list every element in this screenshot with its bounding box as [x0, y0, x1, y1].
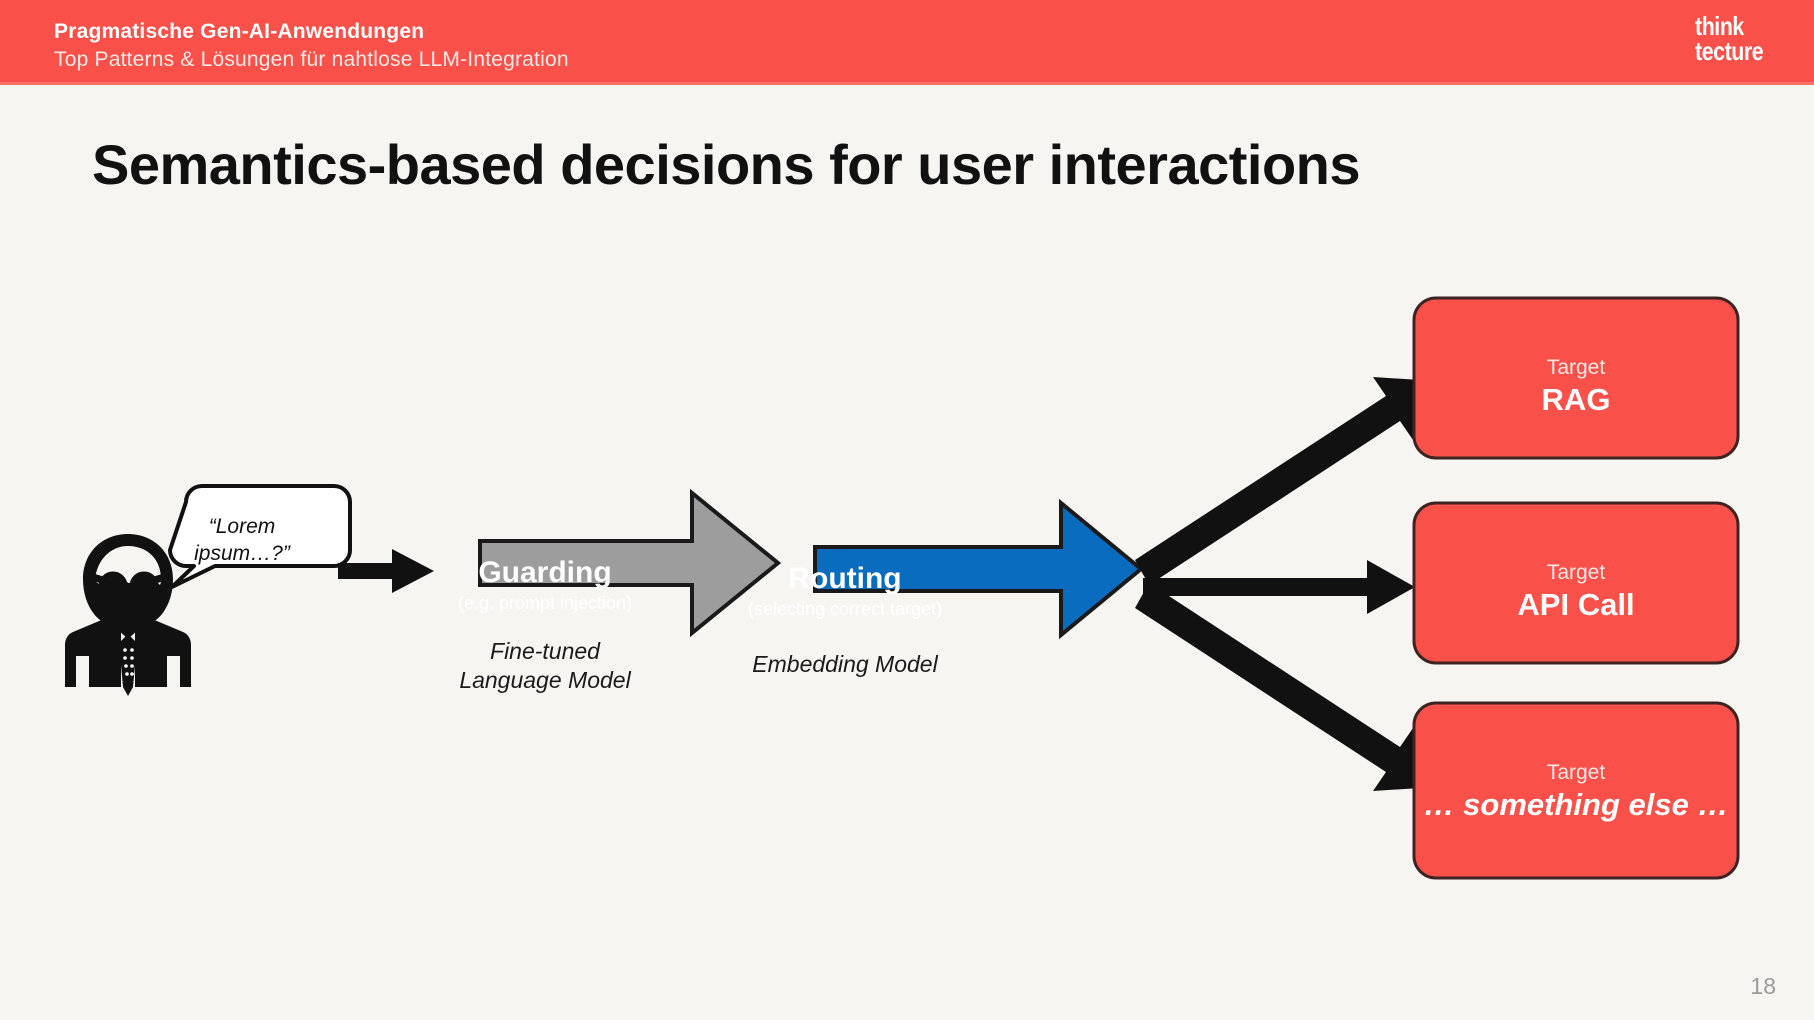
routing-stage-arrow	[813, 498, 1145, 640]
header-title: Pragmatische Gen-AI-Anwendungen	[54, 20, 425, 43]
guarding-caption-line-1: Fine-tuned	[490, 638, 600, 664]
speech-bubble	[168, 484, 352, 589]
target-box-api-call[interactable]	[1412, 501, 1740, 665]
person-with-glasses-and-tie-icon	[65, 534, 191, 696]
target-box-rag[interactable]	[1412, 296, 1740, 460]
target-name-api-call: API Call	[1517, 587, 1635, 622]
header-subtitle: Top Patterns & Lösungen für nahtlose LLM…	[54, 48, 569, 71]
header-title-group: Pragmatische Gen-AI-Anwendungen Top Patt…	[54, 18, 569, 75]
target-name-something-else: … something else …	[1423, 787, 1729, 822]
target-label-rag: Target RAG	[1414, 355, 1738, 419]
routing-caption: Embedding Model	[752, 651, 938, 677]
target-kicker-rag: Target	[1546, 356, 1606, 379]
speech-bubble-text: “Lorem ipsum…?”	[172, 513, 312, 567]
page-number: 18	[1750, 973, 1776, 999]
target-label-something-else: Target … something else …	[1414, 760, 1738, 824]
slide-header: Pragmatische Gen-AI-Anwendungen Top Patt…	[0, 0, 1814, 85]
connector-routing-to-rag	[1135, 377, 1436, 585]
connector-routing-to-something-else	[1135, 583, 1436, 791]
guarding-caption: Fine-tuned Language Model	[400, 637, 690, 695]
logo-line-tecture: tecture	[1694, 36, 1764, 66]
thinktecture-logo: think tecture	[1694, 11, 1764, 66]
target-label-api-call: Target API Call	[1414, 560, 1738, 624]
target-kicker-something-else: Target	[1546, 761, 1606, 784]
target-box-something-else[interactable]	[1412, 701, 1740, 880]
speech-bubble-line-2: ipsum…?”	[194, 542, 290, 565]
guarding-title: Guarding	[478, 556, 612, 589]
logo-line-think: think	[1694, 11, 1744, 41]
guarding-subtitle: (e.g. prompt injection)	[457, 593, 633, 613]
connector-user-to-guarding	[338, 549, 434, 593]
target-kicker-api-call: Target	[1546, 561, 1606, 584]
guarding-stage-arrow	[478, 488, 782, 638]
page-title: Semantics-based decisions for user inter…	[92, 133, 1361, 196]
header-accent-stripe	[0, 82, 1814, 85]
speech-bubble-line-1: “Lorem	[208, 515, 276, 538]
routing-title: Routing	[788, 562, 902, 595]
connector-routing-to-api-call	[1143, 560, 1415, 614]
routing-subtitle: (selecting correct target)	[747, 599, 943, 619]
guarding-caption-line-2: Language Model	[459, 667, 631, 693]
target-name-rag: RAG	[1541, 382, 1611, 417]
